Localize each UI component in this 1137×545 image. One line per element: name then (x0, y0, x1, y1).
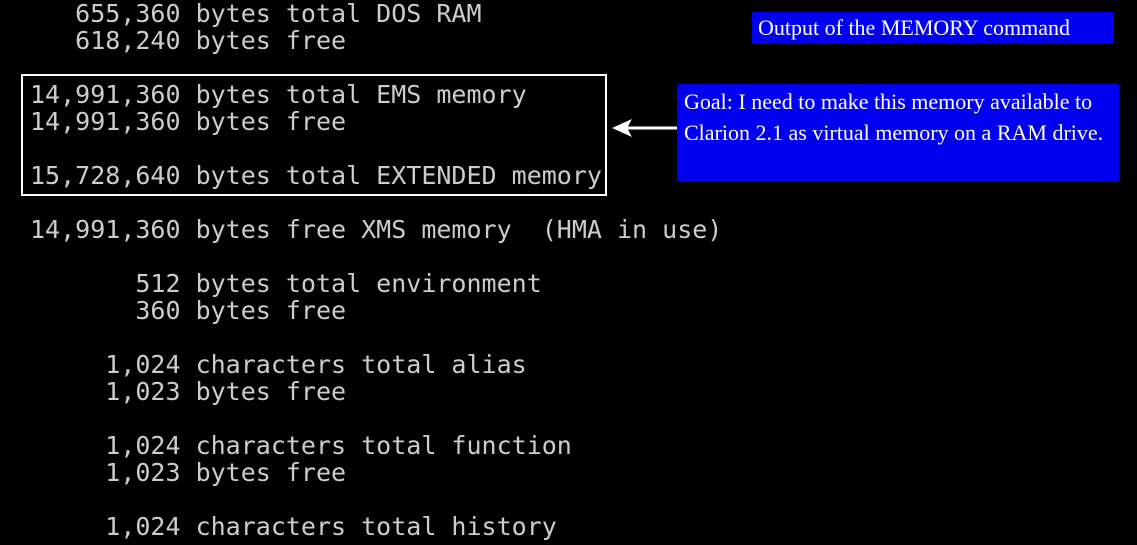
terminal-line-alias-free: 1,023 bytes free (30, 377, 347, 406)
terminal-line-ems-total: 14,991,360 bytes total EMS memory (30, 80, 527, 109)
terminal-line-ems-free: 14,991,360 bytes free (30, 107, 347, 136)
terminal-line-function-free: 1,023 bytes free (30, 458, 347, 487)
terminal-line-extended-total: 15,728,640 bytes total EXTENDED memory (30, 161, 602, 190)
terminal-line-environment-total: 512 bytes total environment (30, 269, 542, 298)
terminal-line-alias-total: 1,024 characters total alias (30, 350, 527, 379)
terminal-line-environment-free: 360 bytes free (30, 296, 347, 325)
terminal-line-xms-free: 14,991,360 bytes free XMS memory (HMA in… (30, 215, 723, 244)
terminal-line-dos-ram-total: 655,360 bytes total DOS RAM (30, 0, 482, 28)
terminal-line-function-total: 1,024 characters total function (30, 431, 572, 460)
terminal-line-dos-ram-free: 618,240 bytes free (30, 26, 347, 55)
terminal-line-history-total: 1,024 characters total history (30, 512, 557, 541)
ems-extended-highlight-box (21, 74, 607, 196)
title-annotation: Output of the MEMORY command (752, 12, 1114, 44)
left-arrow-icon (612, 119, 678, 137)
goal-annotation: Goal: I need to make this memory availab… (677, 84, 1119, 181)
